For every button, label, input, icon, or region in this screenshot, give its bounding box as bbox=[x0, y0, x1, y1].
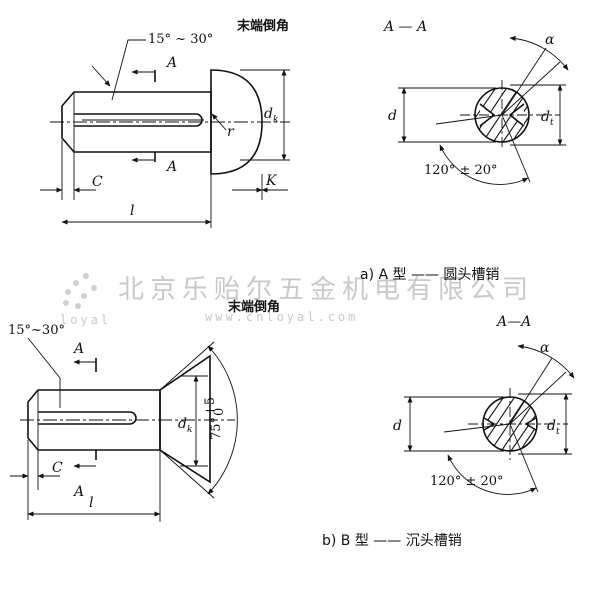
type-a-dim-c: C bbox=[92, 174, 103, 190]
type-a-dim-r: r bbox=[227, 124, 235, 140]
type-b-alpha: α bbox=[540, 340, 550, 356]
svg-text:+5: +5 bbox=[203, 397, 218, 416]
type-b-angle-label: 15°~30° bbox=[8, 323, 65, 338]
type-a-angle-leader bbox=[111, 39, 146, 101]
watermark-logo-text: loyal bbox=[60, 313, 111, 327]
type-b-dim-c: C bbox=[52, 460, 63, 476]
type-a-caption: a) A 型 —— 圆头槽销 bbox=[360, 267, 499, 283]
type-a-dim-d: d bbox=[388, 108, 397, 124]
type-b-section-arrow-top: A bbox=[72, 341, 84, 357]
type-b-dim-dt: dt bbox=[547, 418, 560, 437]
type-a-section-arrow-top: A bbox=[165, 55, 177, 71]
watermark-logo-icon: loyal bbox=[60, 273, 111, 327]
type-a-dim-dt: dt bbox=[541, 109, 554, 128]
type-b-chamfer-note: 末端倒角 bbox=[227, 299, 280, 315]
type-a-groove-angle: 120° ± 20° bbox=[424, 163, 498, 178]
type-b-dim-l: l bbox=[89, 495, 93, 511]
watermark-url: www.cnloyal.com bbox=[205, 310, 358, 324]
watermark: loyal 北京乐贻尔五金机电有限公司 www.cnloyal.com bbox=[60, 273, 534, 327]
type-b-groove-angle: 120° ± 20° bbox=[430, 474, 504, 489]
type-a-section-view: A — A d dt α bbox=[382, 19, 569, 185]
type-b-countersink-angle: 75° +5 0 bbox=[203, 397, 227, 440]
type-b-side-view: 末端倒角 15°~30° A A dk 75° +5 0 bbox=[8, 299, 280, 522]
type-a-dim-k: K bbox=[265, 173, 278, 189]
type-a-dim-dk: dk bbox=[264, 106, 278, 125]
type-a-alpha: α bbox=[545, 32, 555, 48]
type-a-side-view: 末端倒角 15° ~ 30° A A r dk bbox=[40, 18, 290, 228]
type-b-dim-dk: dk bbox=[178, 416, 192, 435]
type-b-section-arrows: A A bbox=[72, 341, 97, 500]
type-b-groove bbox=[38, 411, 137, 425]
watermark-company: 北京乐贻尔五金机电有限公司 bbox=[118, 275, 534, 305]
type-a-angle-label: 15° ~ 30° bbox=[148, 32, 213, 47]
type-b-dim-d: d bbox=[393, 418, 402, 434]
svg-text:0: 0 bbox=[212, 408, 227, 416]
type-a-dim-l: l bbox=[130, 203, 134, 219]
type-b-caption: b) B 型 —— 沉头槽销 bbox=[322, 533, 462, 549]
type-b-section-title: A—A bbox=[495, 314, 531, 330]
type-a-section-title: A — A bbox=[382, 19, 427, 35]
type-a-section-arrow-bottom: A bbox=[165, 159, 177, 175]
type-a-section-arrows: A A bbox=[131, 55, 177, 175]
type-b-section-view: A—A d dt α bbox=[393, 314, 575, 495]
type-a-chamfer-note: 末端倒角 bbox=[236, 18, 289, 34]
svg-text:75°: 75° bbox=[209, 417, 224, 440]
type-b-section-arrow-bottom: A bbox=[72, 484, 84, 500]
